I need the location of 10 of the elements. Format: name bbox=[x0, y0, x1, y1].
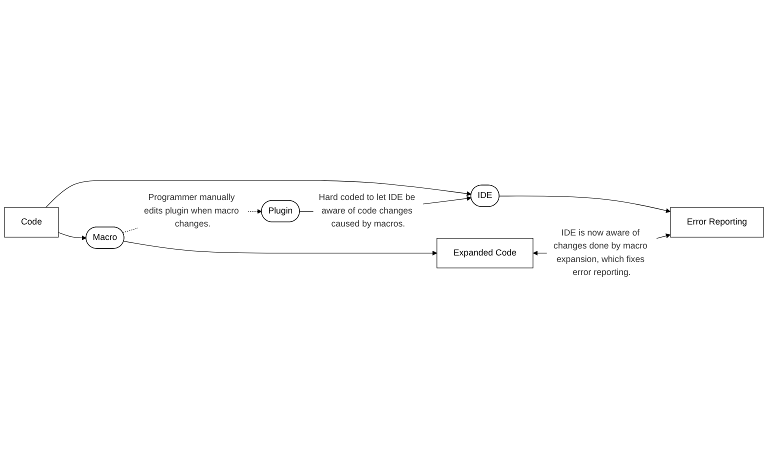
arrow bbox=[58, 232, 86, 240]
arrow bbox=[46, 180, 472, 208]
node-box: Expanded Code bbox=[436, 238, 534, 268]
edge-label: Hard coded to let IDE be aware of code changes caused by macros. bbox=[318, 193, 416, 229]
edge-label: Programmer manually edits plugin when macro changes. bbox=[144, 193, 239, 229]
arrow bbox=[123, 241, 438, 256]
arrow bbox=[499, 196, 671, 214]
node-box: Code bbox=[4, 207, 59, 238]
node-box: Error Reporting bbox=[670, 207, 764, 238]
edge-label: IDE is now aware of changes done by macro expansion, which fixes error reporting. bbox=[554, 228, 648, 278]
